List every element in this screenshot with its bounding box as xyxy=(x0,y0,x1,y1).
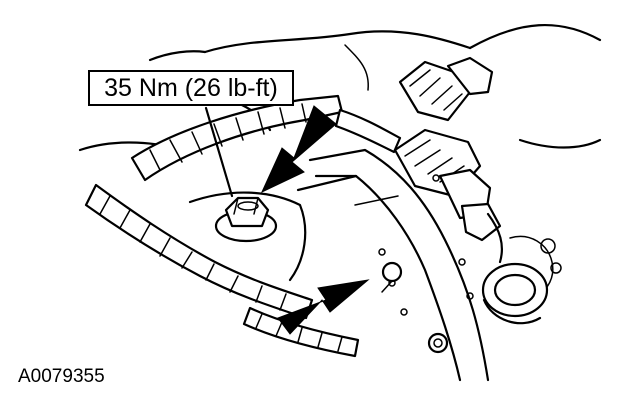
bolt-icon xyxy=(214,196,278,243)
torque-spec-callout: 35 Nm (26 lb-ft) xyxy=(88,70,294,106)
lower-mounting-hole xyxy=(427,332,449,354)
wiring-harness xyxy=(84,94,402,358)
torque-spec-text: 35 Nm (26 lb-ft) xyxy=(104,73,278,102)
mount-bushing xyxy=(481,262,549,325)
callout-leader-line xyxy=(204,106,234,198)
figure-id-label: A0079355 xyxy=(18,366,105,387)
electrical-connectors xyxy=(393,56,562,301)
pointer-arrow-icon xyxy=(277,279,370,335)
pointer-arrow-icon xyxy=(260,105,337,194)
crossmember-bracket xyxy=(296,148,490,382)
locator-hole-icon xyxy=(381,261,403,293)
upper-component-outline xyxy=(148,24,602,149)
